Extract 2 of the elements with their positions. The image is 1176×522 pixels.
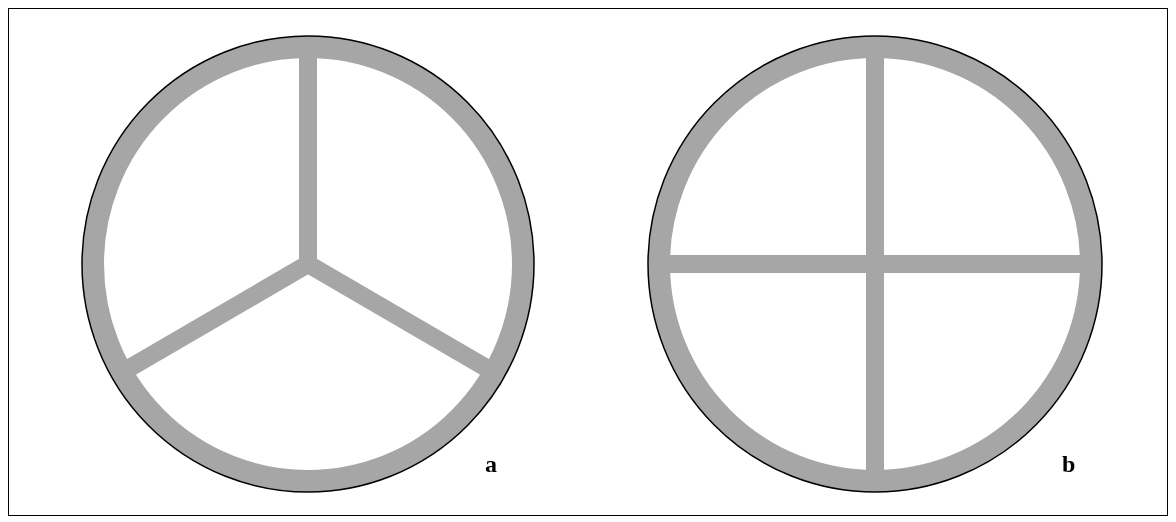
panel-label: a [485,452,497,476]
panel-label: b [1062,452,1076,476]
